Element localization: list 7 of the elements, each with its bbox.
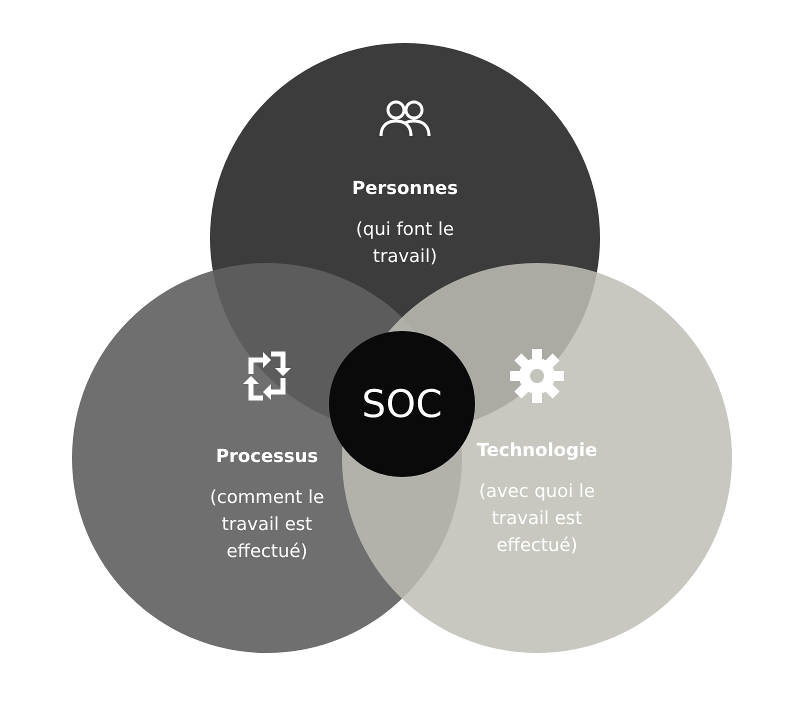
center-label: SOC	[360, 382, 444, 426]
circle-heading: Processus	[214, 446, 320, 467]
circle-description: (qui font le travail)	[354, 218, 456, 269]
circle-heading: Technologie	[476, 440, 598, 461]
circle-description: (comment le travail est effectué)	[208, 486, 326, 564]
circle-heading: Personnes	[351, 178, 459, 199]
circle-description: (avec quoi le travail est effectué)	[478, 480, 596, 558]
